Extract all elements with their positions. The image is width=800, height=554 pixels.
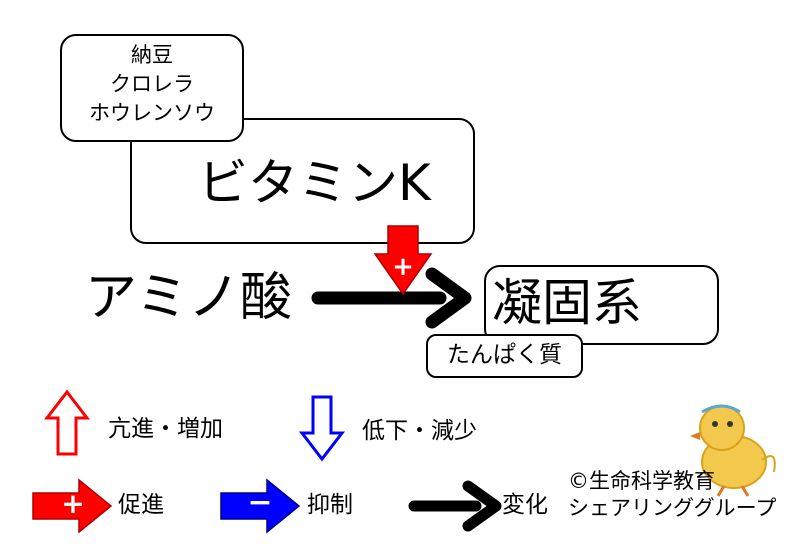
promote-symbol: + (61, 487, 85, 520)
decrease-arrow-icon (298, 395, 346, 462)
inhibit-arrow-icon (220, 478, 301, 534)
protein-label: たんぱく質 (447, 342, 562, 368)
promote-arrow-icon (32, 478, 113, 534)
coagulation-box (484, 265, 719, 345)
coagulation-label: 凝固系 (492, 274, 642, 332)
inhibit-label: 抑制 (307, 492, 353, 518)
decrease-label: 低下・減少 (362, 418, 477, 444)
amino-acid-label: アミノ酸 (85, 268, 292, 328)
vitamin-k-label: ビタミンK (198, 154, 431, 212)
promote-down-arrow-icon (373, 225, 433, 296)
promote-label: 促進 (118, 492, 164, 518)
credit-line-1: ©生命科学教育 (568, 469, 715, 493)
protein-box (426, 334, 583, 378)
food-source-1: 納豆 (131, 43, 173, 67)
food-source-2: クロレラ (110, 72, 194, 96)
promote-down-symbol: + (392, 252, 414, 282)
increase-label: 亢進・増加 (108, 416, 223, 442)
chick-illustration (690, 404, 776, 497)
change-legend-arrow-icon (408, 480, 502, 532)
food-source-3: ホウレンソウ (89, 101, 215, 125)
inhibit-symbol: − (247, 485, 273, 520)
food-sources-box (60, 34, 244, 142)
increase-arrow-icon (43, 389, 91, 456)
change-label: 変化 (502, 492, 548, 518)
credit-line-2: シェアリンググループ (568, 496, 777, 520)
